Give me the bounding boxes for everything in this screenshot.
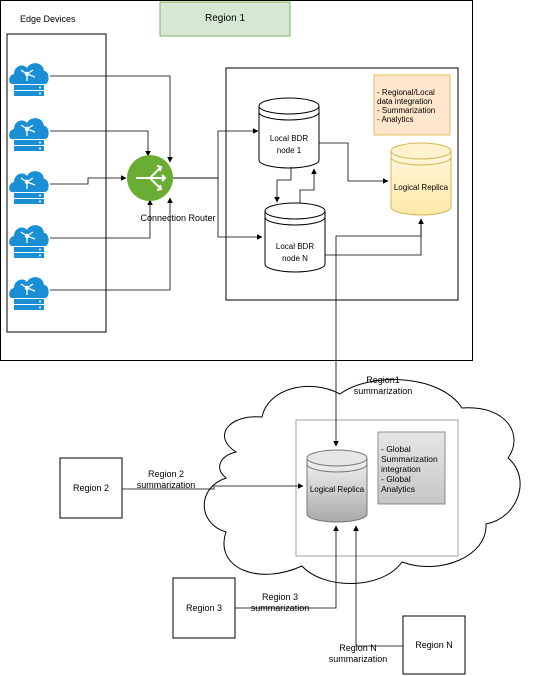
edge2-connector bbox=[50, 130, 151, 157]
edge3-connector bbox=[50, 175, 127, 185]
region2-label: Region 2 bbox=[72, 483, 110, 493]
region3-label: Region 3 bbox=[185, 603, 223, 613]
region1-summarization-connector bbox=[333, 219, 422, 447]
region2-summarization-label: Region 2 summarization bbox=[136, 469, 196, 490]
local-bdr-node1-label: Local BDR node 1 bbox=[269, 134, 309, 155]
edge-device-4-icon bbox=[9, 225, 49, 258]
region1-boundary bbox=[0, 0, 473, 361]
node1-to-nodeN-connector bbox=[274, 167, 292, 203]
node1-to-replica-connector bbox=[319, 142, 389, 184]
router-to-node1-connector bbox=[173, 128, 259, 179]
local-bdr-nodeN-cylinder bbox=[264, 202, 326, 273]
global-logical-replica-cylinder bbox=[306, 449, 368, 523]
region1-header-label: Region 1 bbox=[204, 13, 246, 24]
edge-device-2-icon bbox=[9, 118, 49, 151]
edge1-connector bbox=[50, 75, 173, 163]
region1-summarization-label: Region1 summarization bbox=[353, 375, 413, 396]
local-cluster-container bbox=[225, 67, 459, 301]
connection-router-label: Connection Router bbox=[140, 213, 216, 223]
regionN-box bbox=[402, 615, 466, 675]
edge-device-3-icon bbox=[9, 171, 49, 204]
global-logical-replica-label: Logical Replica bbox=[309, 485, 365, 494]
regional-logical-replica-cylinder bbox=[390, 142, 452, 216]
local-bdr-node1-cylinder bbox=[258, 97, 320, 169]
nodeN-to-node1-connector bbox=[299, 168, 317, 203]
region2-box bbox=[59, 457, 123, 519]
global-note-text: - Global Summarization integration - Glo… bbox=[381, 444, 438, 494]
region3-summarization-connector bbox=[235, 525, 339, 609]
edge-device-1-icon bbox=[9, 63, 49, 96]
regionN-summarization-label: Region N summarization bbox=[328, 643, 388, 664]
regionN-summarization-connector bbox=[353, 525, 403, 647]
regionN-label: Region N bbox=[415, 640, 453, 650]
regional-note-text: - Regional/Local data integration - Summ… bbox=[377, 88, 436, 124]
edge-device-5-icon bbox=[9, 277, 49, 310]
router-to-nodeN-connector bbox=[173, 177, 263, 240]
edge-devices-container bbox=[6, 33, 107, 333]
connection-router-icon bbox=[127, 155, 173, 201]
local-bdr-nodeN-label: Local BDR node N bbox=[275, 242, 315, 263]
regional-logical-replica-label: Logical Replica bbox=[393, 183, 449, 192]
region3-summarization-label: Region 3 summarization bbox=[250, 592, 310, 613]
edge-devices-label: Edge Devices bbox=[20, 14, 76, 24]
edge4-connector bbox=[50, 199, 153, 239]
region1-header bbox=[159, 1, 291, 37]
regional-note-box bbox=[373, 74, 451, 136]
edge5-connector bbox=[50, 197, 173, 291]
region3-box bbox=[172, 577, 236, 639]
global-note-box bbox=[377, 431, 446, 505]
region2-summarization-connector bbox=[122, 483, 304, 490]
nodeN-to-replica-connector bbox=[325, 218, 424, 256]
